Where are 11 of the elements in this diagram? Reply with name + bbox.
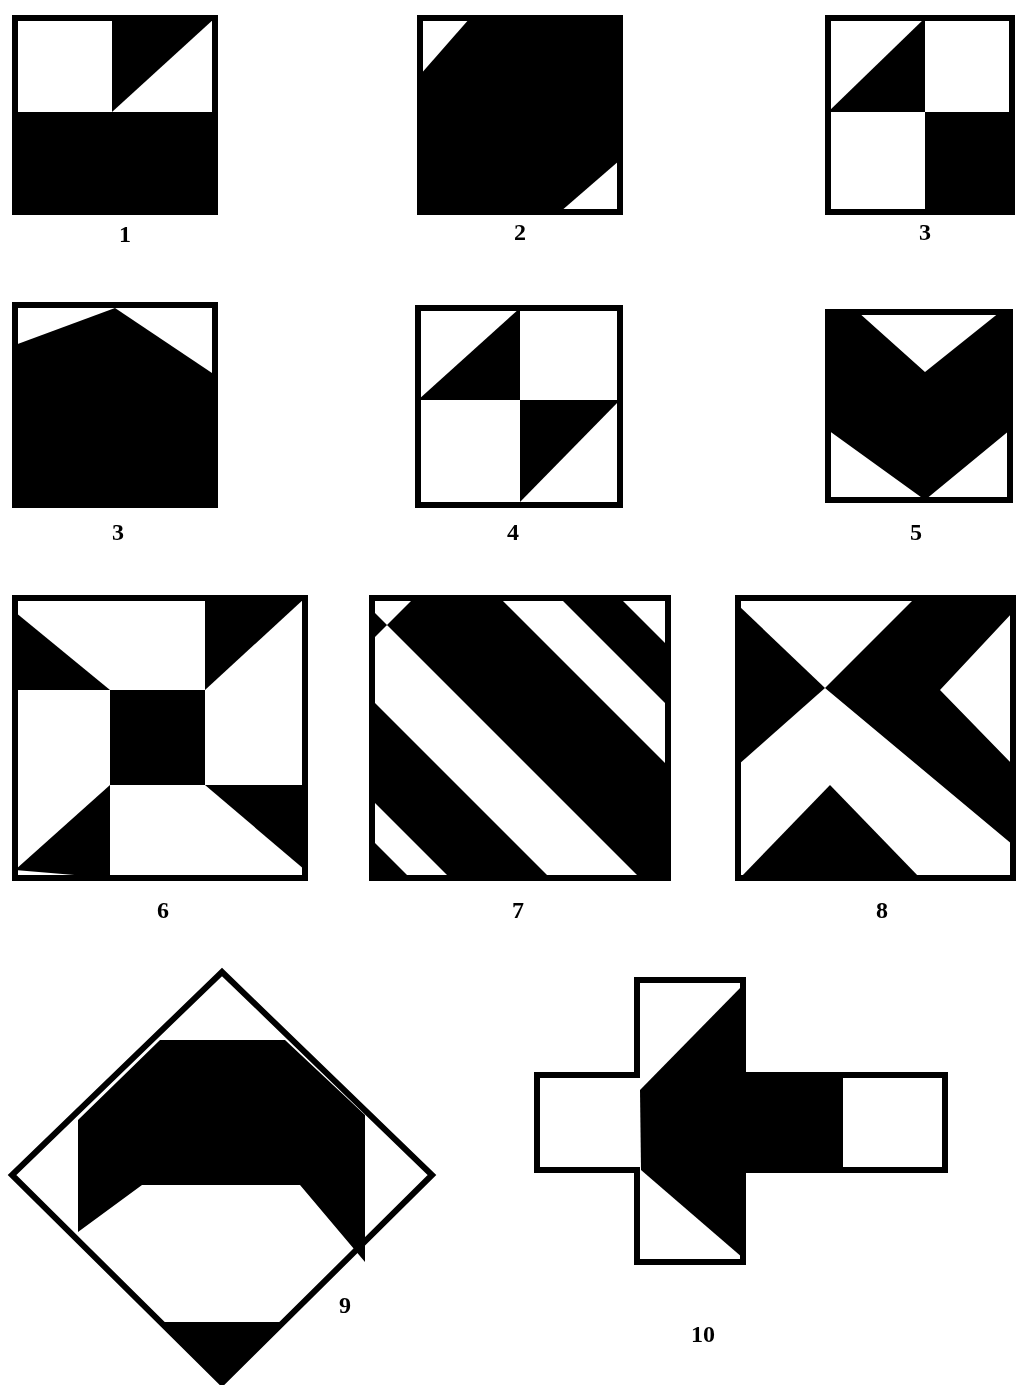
figure-number: 1 — [119, 222, 131, 246]
figure-number: 2 — [514, 220, 526, 244]
figure-number: 9 — [339, 1293, 351, 1317]
figure-number: 6 — [157, 898, 169, 922]
figure-number: 3 — [919, 220, 931, 244]
figure-number: 4 — [507, 520, 519, 544]
figure-number: 10 — [691, 1322, 715, 1346]
figure-number: 8 — [876, 898, 888, 922]
figure-number: 3 — [112, 520, 124, 544]
figure-number: 5 — [910, 520, 922, 544]
figure-number: 7 — [512, 898, 524, 922]
